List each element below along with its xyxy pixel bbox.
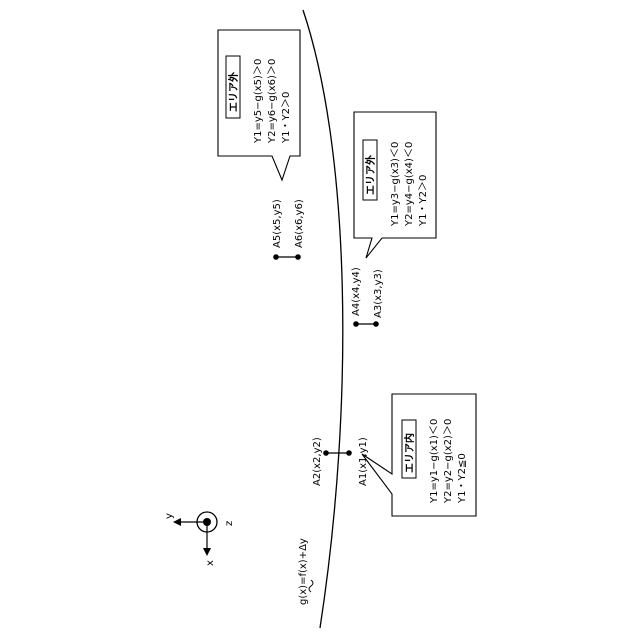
point-a6	[295, 254, 301, 260]
point-pair-a1-a2: A2(x2,y2) A1(x1,y1)	[312, 437, 369, 486]
callout-outside-b-title: エリア外	[227, 72, 240, 112]
point-pair-a5-a6: A5(x5,y5) A6(x6,y6)	[272, 199, 305, 260]
callout-outside-b: エリア外 Y1=y5−g(x5)＞0 Y2=y6−g(x6)＞0 Y1・Y2＞0	[218, 30, 300, 180]
callout-outside-a-line-2: Y2=y4−g(x4)＜0	[404, 142, 415, 227]
point-label-a4: A4(x4,y4)	[351, 267, 362, 316]
callout-inside-line-2: Y2=y2−g(x2)＞0	[443, 419, 454, 504]
callout-outside-b-line-1: Y1=y5−g(x5)＞0	[253, 59, 264, 144]
point-label-a3: A3(x3,y3)	[373, 269, 384, 318]
axis-symbol: y x z	[164, 512, 235, 566]
point-a3	[373, 321, 379, 327]
callout-outside-a-line-3: Y1・Y2＞0	[418, 175, 429, 227]
callout-outside-a-line-1: Y1=y3−g(x3)＜0	[390, 142, 401, 227]
boundary-curve	[303, 10, 343, 628]
point-label-a5: A5(x5,y5)	[272, 199, 283, 248]
axis-z-label: z	[224, 521, 235, 526]
callout-inside-title: エリア内	[403, 433, 416, 473]
callout-inside-line-3: Y1・Y2≦0	[457, 453, 468, 504]
callout-inside-line-1: Y1=y1−g(x1)＜0	[429, 419, 440, 504]
axis-x-label: x	[205, 560, 216, 566]
x-axis-arrowhead	[203, 548, 211, 556]
callout-inside: エリア内 Y1=y1−g(x1)＜0 Y2=y2−g(x2)＞0 Y1・Y2≦0	[362, 394, 476, 516]
callout-outside-a: エリア外 Y1=y3−g(x3)＜0 Y2=y4−g(x4)＜0 Y1・Y2＞0	[354, 112, 436, 258]
point-label-a2: A2(x2,y2)	[312, 437, 323, 486]
curve-label: g(x)=f(x)+Δy	[298, 538, 309, 605]
point-a2	[323, 450, 329, 456]
point-a5	[273, 254, 279, 260]
point-label-a6: A6(x6,y6)	[294, 199, 305, 248]
axis-y-label: y	[164, 513, 175, 519]
callout-outside-a-title: エリア外	[364, 155, 377, 195]
point-a4	[353, 321, 359, 327]
curve-label-leader	[309, 580, 313, 592]
point-pair-a3-a4: A4(x4,y4) A3(x3,y3)	[351, 267, 384, 327]
callout-outside-b-line-3: Y1・Y2＞0	[281, 92, 292, 144]
point-a1	[346, 450, 352, 456]
callout-outside-b-line-2: Y2=y6−g(x6)＞0	[267, 59, 278, 144]
